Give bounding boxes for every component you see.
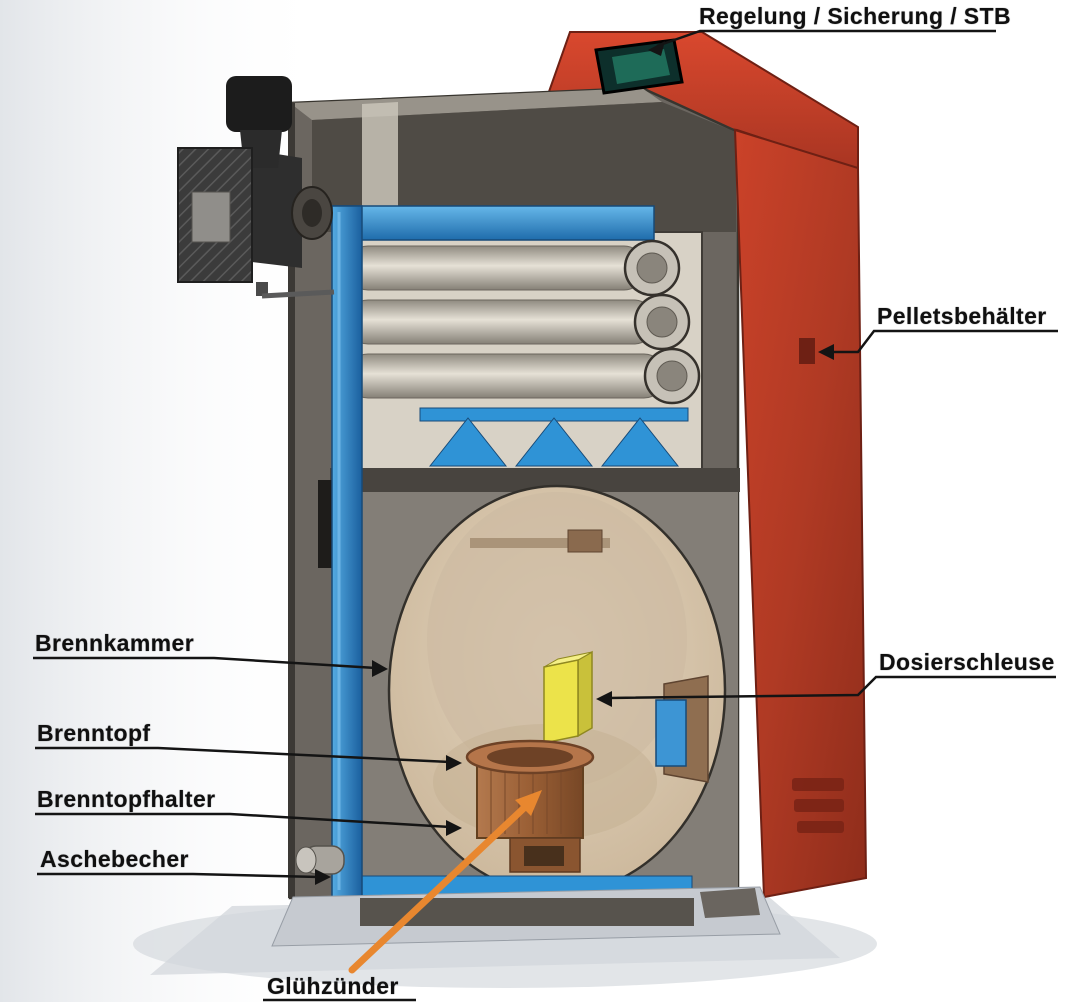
base-plinth <box>271 886 781 947</box>
pellet-container-panel <box>733 128 868 899</box>
label-aschebecher: Aschebecher <box>40 846 189 872</box>
water-jacket-left <box>331 205 363 899</box>
leader-brennkammer <box>33 656 377 670</box>
leader-dosierschleuse <box>607 675 1056 700</box>
label-gluehzuender: Glühzünder <box>267 973 399 999</box>
leader-brenntopfhalter <box>35 812 451 829</box>
inlet-vent <box>799 338 815 364</box>
water-jacket-braces <box>419 407 689 467</box>
leader-brenntopf <box>35 746 451 764</box>
heat-exchanger-section <box>331 205 703 471</box>
drain-pipe <box>295 845 345 875</box>
control-display <box>594 38 684 95</box>
label-pelletsbehaelter: Pelletsbehälter <box>877 303 1047 329</box>
glow-igniter-arrow <box>348 790 542 974</box>
label-brenntopf: Brenntopf <box>37 720 151 746</box>
label-dosierschleuse: Dosierschleuse <box>879 649 1055 675</box>
label-brenntopfhalter: Brenntopfhalter <box>37 786 216 812</box>
label-brennkammer: Brennkammer <box>35 630 195 656</box>
label-regelung: Regelung / Sicherung / STB <box>699 3 1011 29</box>
leader-arrowheads <box>315 41 834 885</box>
leader-pelletsbehaelter <box>830 329 1058 354</box>
flue-pipe <box>177 76 335 299</box>
leader-lines <box>33 29 1058 1002</box>
burner-pot <box>465 739 595 873</box>
water-channel-right <box>655 699 687 767</box>
dosing-unit <box>543 650 593 744</box>
type-plate-marks <box>792 778 844 833</box>
leader-regelung <box>656 29 996 48</box>
heat-exchanger-tubes <box>347 239 701 405</box>
leader-aschebecher <box>37 872 321 879</box>
water-jacket-top <box>331 205 655 241</box>
